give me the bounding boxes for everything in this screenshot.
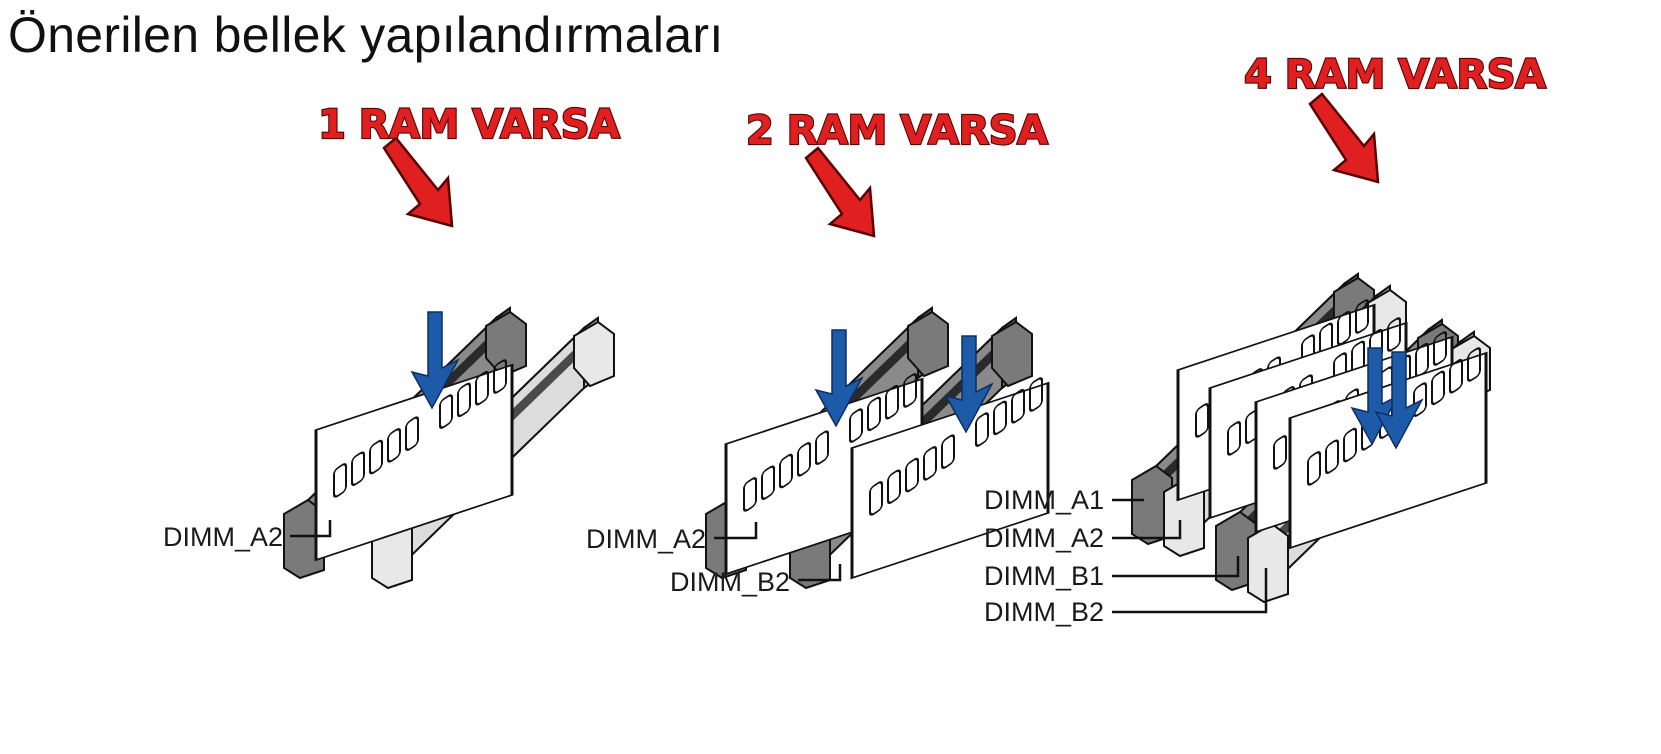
config-4-ram: 4 RAM VARSA DIMM_A1 DIMM_A2 DIMM_B1 DIMM… bbox=[984, 51, 1548, 627]
leader-line bbox=[1112, 568, 1268, 614]
label-dimm-a2: DIMM_A2 bbox=[163, 522, 283, 552]
label-dimm-a1: DIMM_A1 bbox=[984, 485, 1104, 515]
callout-4-ram: 4 RAM VARSA bbox=[1244, 52, 1546, 98]
label-dimm-b2: DIMM_B2 bbox=[670, 567, 790, 597]
leader-line bbox=[290, 520, 332, 538]
config-2-ram: 2 RAM VARSA DIMM_A2 DIMM_B2 bbox=[586, 107, 1050, 597]
label-dimm-a2: DIMM_A2 bbox=[984, 523, 1104, 553]
label-dimm-b2: DIMM_B2 bbox=[984, 597, 1104, 627]
leader-line bbox=[798, 564, 842, 582]
red-arrow-icon bbox=[1308, 92, 1380, 184]
red-arrow-icon bbox=[382, 136, 454, 228]
leader-line bbox=[714, 522, 758, 540]
page-title: Önerilen bellek yapılandırmaları bbox=[8, 7, 724, 63]
config-1-ram: 1 RAM VARSA DIMM_A2 bbox=[163, 101, 622, 589]
leader-line bbox=[1112, 520, 1182, 540]
red-arrow-icon bbox=[804, 146, 876, 238]
callout-2-ram: 2 RAM VARSA bbox=[746, 108, 1048, 154]
callout-1-ram: 1 RAM VARSA bbox=[318, 102, 620, 148]
leader-line bbox=[1112, 556, 1240, 578]
label-dimm-b1: DIMM_B1 bbox=[984, 561, 1104, 591]
label-dimm-a2: DIMM_A2 bbox=[586, 524, 706, 554]
